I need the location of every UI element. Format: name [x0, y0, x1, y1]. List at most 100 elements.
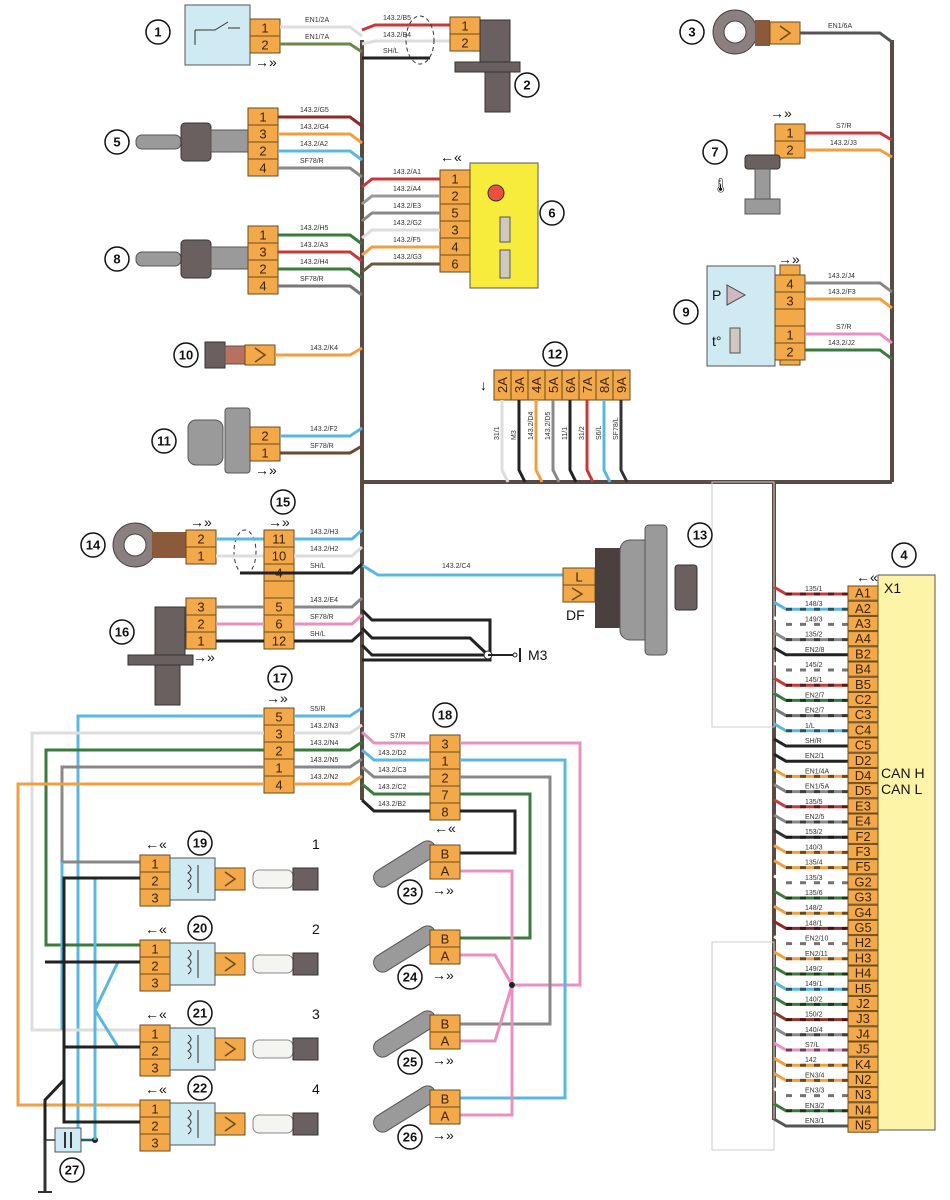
can-h-label: CAN H — [881, 765, 925, 781]
callout-number: 25 — [403, 1055, 417, 1070]
ecu-pin — [847, 691, 879, 708]
pin-label: 5 — [275, 710, 282, 725]
spark-plug-number: 1 — [312, 836, 320, 852]
callout-8-number: 8 — [113, 252, 120, 267]
wire-label: 148/2 — [805, 905, 823, 912]
callout-16-number: 16 — [115, 625, 129, 640]
pin-label: 10 — [272, 549, 286, 564]
shield-icon — [233, 529, 257, 575]
spark-plug-number: 3 — [312, 1006, 320, 1022]
ecu-pin — [847, 1011, 879, 1027]
ecu-pin — [847, 813, 879, 829]
pin-label: 8A — [597, 377, 612, 393]
component-3-sensor: 3 EN1/6A — [679, 9, 893, 55]
connector-arrow-icon: →» — [268, 514, 290, 530]
ecu-pin — [847, 980, 879, 996]
ecu-body — [877, 574, 936, 1131]
wire-label: 148/3 — [805, 601, 823, 608]
ecu-pin — [847, 798, 879, 814]
wire-label: 143.2/E3 — [393, 203, 421, 210]
coil-winding-icon — [187, 864, 199, 893]
connector-arrow-icon: ←« — [440, 149, 462, 165]
component-7-temperature-sensor: 7 →» 1 2 🌡 S7/R 143.2/J3 — [702, 105, 893, 215]
ground-label: M3 — [528, 647, 548, 663]
ecu-pin-label: N2 — [855, 1072, 872, 1087]
pin-label: 8 — [441, 805, 448, 820]
ecu-pin-label: G2 — [854, 874, 871, 889]
pin-label: 5 — [275, 600, 282, 615]
pin-label: 3 — [451, 223, 458, 238]
pin-label: 1 — [275, 761, 282, 776]
wire — [619, 400, 629, 483]
wire-label: 143.2/J4 — [828, 273, 855, 280]
pin-label: 1 — [151, 942, 158, 957]
ecu-pin-label: D2 — [855, 753, 872, 768]
connector-arrow-icon: ←« — [145, 921, 167, 937]
component-18-connector: 18 3 1 2 7 8 ←« S7/R 143.2/D2 143.2/C3 1… — [360, 702, 582, 1117]
pin-label: 2 — [197, 617, 204, 632]
wire-label: EN2/10 — [805, 936, 828, 943]
wire — [500, 400, 510, 483]
pin-label: 1 — [441, 754, 448, 769]
ecu-pin — [847, 1041, 879, 1057]
pin-label: 4 — [259, 161, 266, 176]
ecu-pin-label: H4 — [855, 966, 872, 981]
pin-label: 1 — [151, 1027, 158, 1042]
switch-icon — [194, 21, 240, 45]
pin-label: 2 — [261, 429, 268, 444]
callout-27-number: 27 — [65, 1163, 79, 1178]
ecu-pin — [847, 676, 879, 692]
wire-label: 140/2 — [805, 996, 823, 1003]
wire-label: SH/R — [805, 738, 822, 745]
wire-label: EN1/7A — [305, 34, 329, 41]
coil-winding-icon — [187, 949, 199, 978]
wire-label: 135/1 — [805, 586, 823, 593]
connector-arrow-icon: ←« — [145, 1006, 167, 1022]
pin-label: 2 — [151, 874, 158, 889]
ecu-pin — [847, 722, 879, 738]
pin-label: A — [441, 1034, 450, 1049]
ecu-pin-label: H5 — [855, 981, 872, 996]
wire-label: 143.2/B2 — [378, 801, 406, 808]
wire-label: 11/1 — [562, 427, 569, 440]
pin-label: B — [441, 932, 450, 947]
pin-label: 3 — [275, 727, 282, 742]
wire-label: 135/2 — [805, 632, 823, 639]
ecu-pin — [847, 752, 879, 768]
wire-label: 135/3 — [805, 875, 823, 882]
component-27-capacitor: 27 — [38, 862, 140, 1193]
pin-label: L — [575, 570, 582, 585]
callout-1 — [145, 19, 171, 45]
wire-label: 143.2/A2 — [300, 141, 328, 148]
pin-label: 2 — [197, 532, 204, 547]
ecu-pin-label: G5 — [854, 920, 871, 935]
callout-18-number: 18 — [438, 708, 452, 723]
connector-arrow-icon: →» — [770, 105, 792, 121]
ecu-pin — [847, 1087, 879, 1103]
pin-label: 2 — [786, 143, 793, 158]
ground-m3: M3 — [360, 608, 548, 663]
component-4-ecu: 4 ←« X1 CAN H CAN L A1135/1A2148/3A3149/… — [773, 542, 936, 1133]
ecu-pin-label: A1 — [855, 586, 871, 601]
ecu-pin — [847, 965, 879, 981]
connector-arrow-icon: →» — [432, 1127, 454, 1143]
wire-label: EN1/4A — [805, 768, 829, 775]
ecu-pin-label: N5 — [855, 1118, 872, 1133]
ecu-pin-label: F2 — [855, 829, 870, 844]
wire-label: 143.2/N3 — [310, 723, 339, 730]
callout-5-number: 5 — [113, 135, 120, 150]
ecu-pin-label: J2 — [856, 996, 870, 1011]
ecu-pin — [847, 1026, 879, 1042]
connector-arrow-icon: →» — [255, 54, 277, 70]
pin-label: 1 — [261, 446, 268, 461]
ecu-pin — [847, 843, 879, 860]
